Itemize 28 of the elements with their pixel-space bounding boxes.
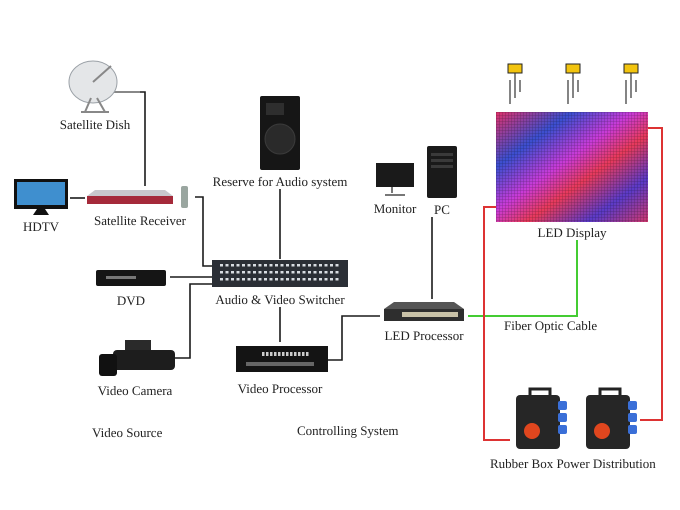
device-label: Video Camera bbox=[98, 383, 172, 398]
cable-line bbox=[70, 197, 85, 199]
edge-label: Fiber Optic Cable bbox=[502, 318, 600, 334]
cable-line bbox=[170, 276, 212, 278]
fiber-cable-line bbox=[468, 240, 578, 317]
cable-line bbox=[483, 206, 510, 441]
cable-line bbox=[195, 196, 212, 267]
device-label: Satellite Dish bbox=[60, 117, 130, 132]
device-label: LED Processor bbox=[384, 328, 464, 343]
device-label: PC bbox=[434, 202, 450, 217]
device-label: LED Display bbox=[538, 225, 606, 240]
cable-line bbox=[140, 91, 146, 186]
cable-line bbox=[279, 189, 281, 259]
section-label: Controlling System bbox=[297, 423, 398, 439]
device-label: Satellite Receiver bbox=[94, 213, 186, 228]
cable-line bbox=[328, 315, 380, 361]
device-label: HDTV bbox=[22, 219, 60, 234]
device-label: Reserve for Audio system bbox=[212, 174, 348, 189]
device-label: Video Processor bbox=[238, 381, 322, 396]
cable-line bbox=[431, 217, 433, 299]
section-label: Rubber Box Power Distribution bbox=[490, 456, 656, 472]
device-label: Audio & Video Switcher bbox=[215, 292, 345, 307]
cable-line bbox=[279, 307, 281, 342]
section-label: Video Source bbox=[92, 425, 162, 441]
device-label: Monitor bbox=[374, 201, 416, 216]
device-label: DVD bbox=[116, 293, 146, 308]
cable-line bbox=[640, 127, 663, 421]
cable-line bbox=[175, 283, 212, 359]
